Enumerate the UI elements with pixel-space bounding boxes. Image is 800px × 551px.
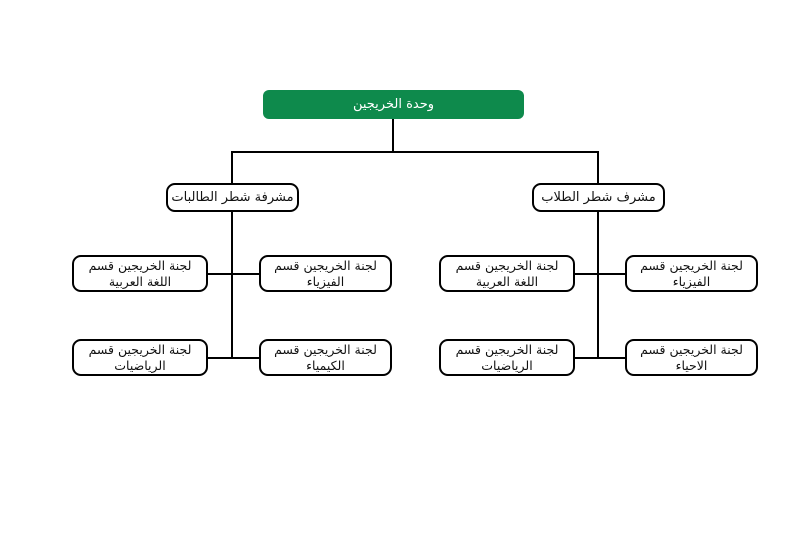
connector-to-male-supervisor (597, 151, 599, 183)
node-graduates-unit-label: وحدة الخريجين (352, 96, 435, 112)
node-committee-male-physics[interactable]: لجنة الخريجين قسم الفيزياء (625, 255, 758, 292)
connector-to-female-supervisor (231, 151, 233, 183)
node-committee-female-math-label: لجنة الخريجين قسم الرياضيات (88, 342, 192, 373)
connector-female-row1-left (231, 273, 259, 275)
connector-supervisor-bar (231, 151, 599, 153)
node-committee-female-physics[interactable]: لجنة الخريجين قسم الفيزياء (259, 255, 392, 292)
node-committee-male-math[interactable]: لجنة الخريجين قسم الرياضيات (439, 339, 575, 376)
node-committee-male-math-label: لجنة الخريجين قسم الرياضيات (455, 342, 559, 373)
node-committee-female-arabic[interactable]: لجنة الخريجين قسم اللغة العربية (72, 255, 208, 292)
node-committee-female-chemistry[interactable]: لجنة الخريجين قسم الكيمياء (259, 339, 392, 376)
node-committee-female-physics-label: لجنة الخريجين قسم الفيزياء (274, 258, 377, 289)
node-committee-female-chemistry-label: لجنة الخريجين قسم الكيمياء (274, 342, 377, 373)
connector-male-row2-left (597, 357, 625, 359)
node-committee-female-arabic-label: لجنة الخريجين قسم اللغة العربية (88, 258, 192, 289)
node-supervisor-female-section[interactable]: مشرفة شطر الطالبات (166, 183, 299, 212)
node-graduates-unit[interactable]: وحدة الخريجين (263, 90, 524, 119)
connector-male-row1-right (574, 273, 599, 275)
connector-male-row1-left (597, 273, 625, 275)
node-committee-male-biology-label: لجنة الخريجين قسم الاحياء (640, 342, 743, 373)
node-committee-female-math[interactable]: لجنة الخريجين قسم الرياضيات (72, 339, 208, 376)
node-supervisor-female-section-label: مشرفة شطر الطالبات (171, 189, 294, 205)
connector-female-row2-left (231, 357, 259, 359)
connector-female-row2-right (208, 357, 233, 359)
connector-male-row2-right (574, 357, 599, 359)
node-supervisor-male-section[interactable]: مشرف شطر الطلاب (532, 183, 665, 212)
node-committee-male-physics-label: لجنة الخريجين قسم الفيزياء (640, 258, 743, 289)
node-committee-male-arabic[interactable]: لجنة الخريجين قسم اللغة العربية (439, 255, 575, 292)
connector-female-row1-right (208, 273, 233, 275)
connector-male-trunk (597, 212, 599, 359)
node-committee-male-biology[interactable]: لجنة الخريجين قسم الاحياء (625, 339, 758, 376)
connector-female-trunk (231, 212, 233, 359)
connector-root-stem (392, 117, 394, 153)
node-supervisor-male-section-label: مشرف شطر الطلاب (541, 189, 656, 205)
node-committee-male-arabic-label: لجنة الخريجين قسم اللغة العربية (455, 258, 559, 289)
